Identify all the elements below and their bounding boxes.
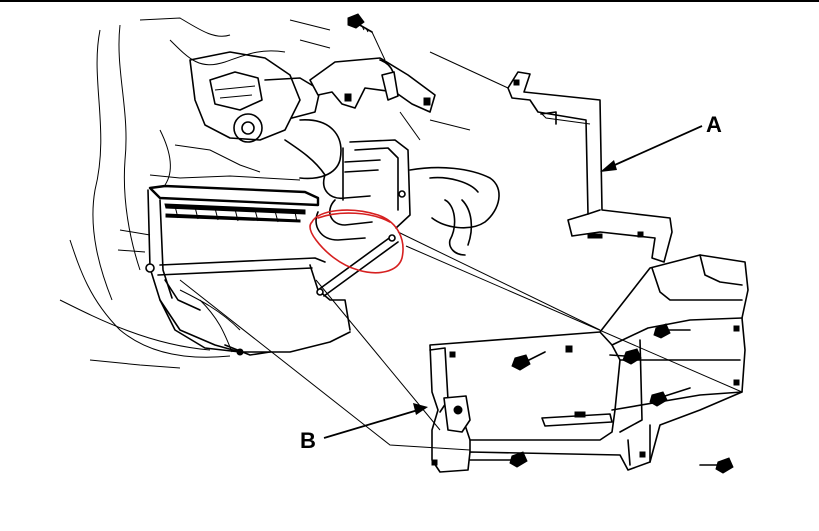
engine-assembly (59, 17, 342, 369)
bolt-icon (511, 351, 546, 371)
highlight-circle (309, 209, 404, 274)
bolt-icon (699, 457, 734, 474)
callout-label-b: B (300, 428, 316, 453)
bolt-icon (653, 323, 691, 339)
hose-assembly (315, 139, 500, 256)
bolt-icon (649, 387, 691, 407)
upper-mount-bracket (309, 57, 436, 113)
alignment-lines (179, 31, 743, 451)
callout-label-a: A (706, 112, 722, 137)
part-b-bracket (429, 254, 749, 473)
bolt-icon (469, 451, 528, 468)
part-a-bracket (507, 71, 673, 263)
bolt-icon (347, 13, 373, 33)
leader-arrow-icon (323, 403, 428, 439)
mount-linkage (316, 234, 399, 297)
condenser-frame (145, 184, 351, 356)
bolt-icon (609, 348, 642, 365)
leader-arrow-icon (600, 125, 703, 172)
